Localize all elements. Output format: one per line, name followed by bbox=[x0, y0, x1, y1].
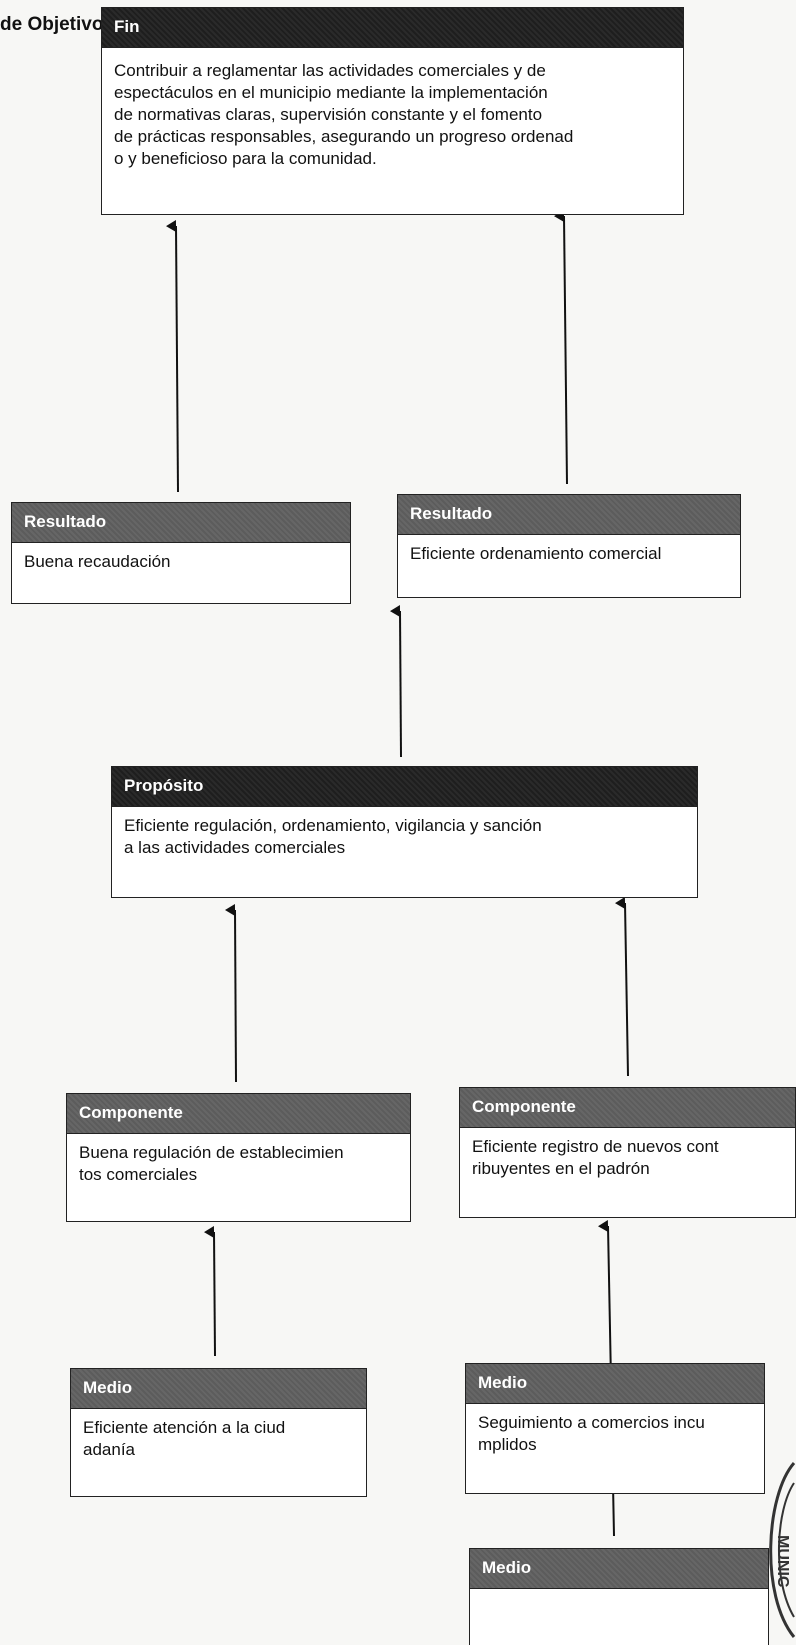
municipal-seal-stamp: MUNIC bbox=[769, 1462, 796, 1638]
svg-text:MUNIC: MUNIC bbox=[774, 1535, 791, 1588]
componente-header-2: Componente bbox=[460, 1088, 795, 1128]
medio-header-3: Medio bbox=[470, 1549, 768, 1589]
arrow-componente2-to-proposito bbox=[615, 897, 629, 1077]
resultado-header-1: Resultado bbox=[12, 503, 350, 543]
arrow-medio1-to-componente1 bbox=[204, 1226, 216, 1357]
fin-header: Fin bbox=[102, 8, 683, 48]
page-title: de Objetivos bbox=[0, 14, 115, 35]
medio-body-3 bbox=[470, 1589, 768, 1605]
resultado-box-2: Resultado Eficiente ordenamiento comerci… bbox=[397, 494, 741, 598]
medio-box-3: Medio bbox=[469, 1548, 769, 1645]
proposito-box: Propósito Eficiente regulación, ordenami… bbox=[111, 766, 698, 898]
medio-box-1: Medio Eficiente atención a la ciud adaní… bbox=[70, 1368, 367, 1497]
medio-body-2: Seguimiento a comercios incu mplidos bbox=[478, 1413, 705, 1454]
medio-header-1: Medio bbox=[71, 1369, 366, 1409]
medio-header-2: Medio bbox=[466, 1364, 764, 1404]
arrow-resultado2-to-fin bbox=[554, 210, 568, 485]
proposito-body: Eficiente regulación, ordenamiento, vigi… bbox=[124, 816, 542, 857]
componente-box-2: Componente Eficiente registro de nuevos … bbox=[459, 1087, 796, 1218]
arrow-resultado1-to-fin bbox=[166, 220, 179, 493]
resultado-body-2: Eficiente ordenamiento comercial bbox=[410, 544, 662, 563]
componente-header-1: Componente bbox=[67, 1094, 410, 1134]
resultado-header-2: Resultado bbox=[398, 495, 740, 535]
componente-box-1: Componente Buena regulación de estableci… bbox=[66, 1093, 411, 1222]
resultado-box-1: Resultado Buena recaudación bbox=[11, 502, 351, 604]
medio-body-1: Eficiente atención a la ciud adanía bbox=[83, 1418, 286, 1459]
resultado-body-1: Buena recaudación bbox=[24, 552, 171, 571]
medio-box-2: Medio Seguimiento a comercios incu mplid… bbox=[465, 1363, 765, 1494]
arrow-componente1-to-proposito bbox=[225, 904, 237, 1083]
fin-body: Contribuir a reglamentar las actividades… bbox=[114, 61, 574, 168]
arrow-proposito-to-resultado2 bbox=[390, 605, 402, 758]
componente-body-1: Buena regulación de establecimien tos co… bbox=[79, 1143, 344, 1184]
proposito-header: Propósito bbox=[112, 767, 697, 807]
fin-box: Fin Contribuir a reglamentar las activid… bbox=[101, 7, 684, 215]
componente-body-2: Eficiente registro de nuevos cont ribuye… bbox=[472, 1137, 719, 1178]
